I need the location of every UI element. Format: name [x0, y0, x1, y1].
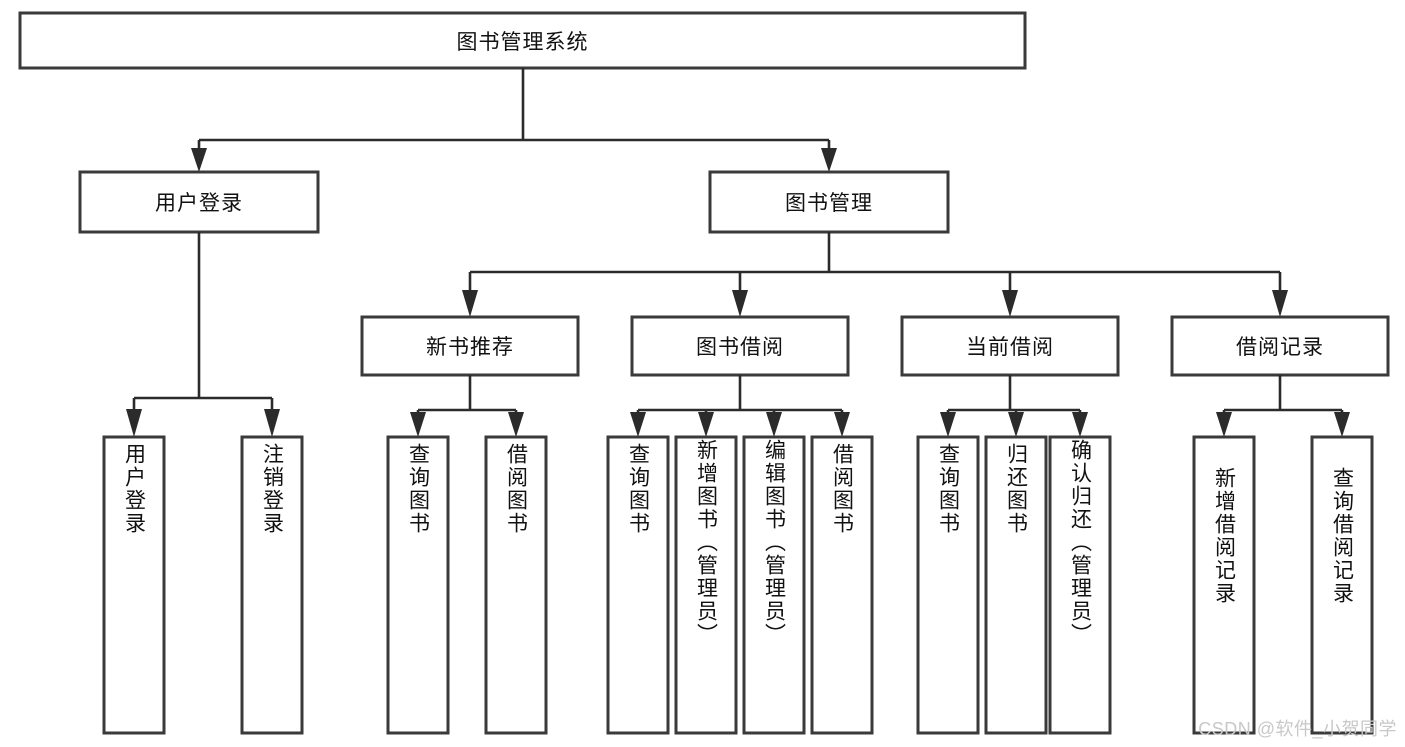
node-box-book-borrow[interactable]: [630, 315, 850, 377]
leaf-box-user-login-1[interactable]: [240, 435, 304, 735]
arrow-head-leaf-book-borrow-3: [834, 412, 850, 437]
leaf-box-new-book-0[interactable]: [386, 435, 450, 735]
node-box-new-book-recommend[interactable]: [360, 315, 580, 377]
leaf-box-borrow-record-1[interactable]: [1310, 435, 1374, 735]
arrow-head-leaf-new-book-0: [410, 412, 426, 437]
arrow-head-book-borrow: [732, 290, 748, 317]
arrow-head-book-management: [821, 148, 837, 172]
leaf-box-book-borrow-3[interactable]: [810, 435, 874, 735]
arrow-head-leaf-current-borrow-0: [940, 412, 956, 437]
csdn-watermark: CSDN @软件_小贺同学: [1198, 719, 1397, 739]
leaf-box-borrow-record-0[interactable]: [1192, 435, 1256, 735]
node-box-borrow-record[interactable]: [1170, 315, 1390, 377]
arrow-head-leaf-new-book-1: [508, 412, 524, 437]
leaf-box-book-borrow-0[interactable]: [606, 435, 670, 735]
arrow-head-leaf-current-borrow-1: [1008, 412, 1024, 437]
leaf-box-new-book-1[interactable]: [484, 435, 548, 735]
arrow-head-leaf-book-borrow-2: [766, 412, 782, 437]
leaf-box-book-borrow-2[interactable]: [742, 435, 806, 735]
arrow-head-new-book-recommend: [462, 290, 478, 317]
node-box-root[interactable]: [18, 11, 1027, 70]
arrow-head-leaf-user-login-0: [126, 409, 142, 437]
leaf-box-current-borrow-2[interactable]: [1048, 435, 1112, 735]
arrow-head-leaf-book-borrow-1: [698, 412, 714, 437]
arrow-head-leaf-book-borrow-0: [630, 412, 646, 437]
leaf-box-book-borrow-1[interactable]: [674, 435, 738, 735]
leaf-box-current-borrow-1[interactable]: [984, 435, 1048, 735]
node-box-book-management[interactable]: [708, 170, 950, 234]
arrow-head-leaf-current-borrow-2: [1072, 412, 1088, 437]
arrow-head-leaf-borrow-record-0: [1216, 412, 1232, 437]
arrow-head-borrow-record: [1272, 290, 1288, 317]
node-box-user-login[interactable]: [78, 170, 320, 234]
arrow-head-current-borrow: [1002, 290, 1018, 317]
leaf-box-user-login-0[interactable]: [102, 435, 166, 735]
arrow-head-user-login: [191, 148, 207, 172]
arrow-head-leaf-user-login-1: [264, 409, 280, 437]
leaf-box-current-borrow-0[interactable]: [916, 435, 980, 735]
node-box-current-borrow[interactable]: [900, 315, 1120, 377]
arrow-head-leaf-borrow-record-1: [1334, 412, 1350, 437]
